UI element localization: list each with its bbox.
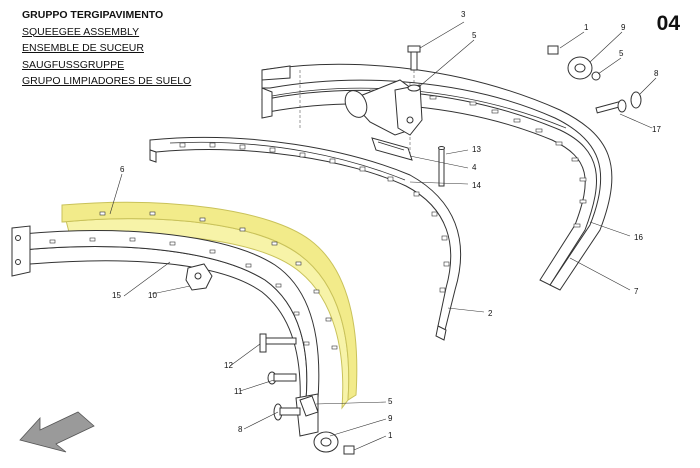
- squeegee-blade-part-6: [61, 201, 358, 410]
- callout-labels: 3 5 1 9 5 8 17 13 4 14 16 7 6 2 15 10 12…: [112, 10, 661, 440]
- callout-10: 10: [148, 291, 157, 300]
- callout-4: 4: [472, 163, 477, 172]
- callout-3: 3: [461, 10, 466, 19]
- middle-plate-teeth: [179, 142, 450, 293]
- callout-17: 17: [652, 125, 661, 134]
- screw-part-12: [259, 333, 297, 353]
- rear-frame-slots: [369, 89, 587, 228]
- leader-lines: [109, 21, 657, 451]
- rear-squeegee-frame: [261, 63, 613, 291]
- wheel-axle-part-8-top: [630, 91, 642, 109]
- bolt-part-1-top: [547, 45, 559, 55]
- middle-squeegee-plate: [149, 136, 462, 341]
- callout-13: 13: [472, 145, 481, 154]
- callout-12: 12: [224, 361, 233, 370]
- knob-part-10: [185, 263, 213, 291]
- wheel-part-9-top: [567, 56, 593, 80]
- callout-5-bottom: 5: [388, 397, 393, 406]
- pin-part-17: [595, 99, 627, 114]
- callout-14: 14: [472, 181, 481, 190]
- callout-5-top-right: 5: [619, 49, 624, 58]
- screw-part-11: [267, 371, 297, 385]
- subtitle-fr: ENSEMBLE DE SUCEUR: [22, 42, 144, 54]
- pin-part-13: [438, 146, 445, 187]
- page-number: 04: [656, 12, 680, 35]
- callout-8-right: 8: [654, 69, 659, 78]
- callout-7: 7: [634, 287, 639, 296]
- callout-2: 2: [488, 309, 493, 318]
- bolt-part-3: [407, 45, 421, 86]
- callout-9-bottom: 9: [388, 414, 393, 423]
- direction-arrow-icon: [19, 411, 95, 453]
- wheel-part-9-bottom: [313, 431, 339, 453]
- subtitle-en: SQUEEGEE ASSEMBLY: [22, 25, 140, 38]
- title-block: GRUPPO TERGIPAVIMENTO SQUEEGEE ASSEMBLY …: [22, 7, 191, 90]
- washer-part-5-top: [407, 84, 421, 92]
- callout-1-bottom: 1: [388, 431, 393, 440]
- callout-9-top: 9: [621, 23, 626, 32]
- blade-slots: [99, 211, 338, 350]
- front-squeegee-frame-part-15: [11, 225, 320, 437]
- subtitle-de: SAUGFUSSGRUPPE: [22, 58, 125, 71]
- front-frame-slots: [49, 237, 310, 346]
- callout-11: 11: [234, 387, 243, 396]
- bolt-part-1-bottom: [343, 445, 355, 455]
- diagram-title: GRUPPO TERGIPAVIMENTO: [22, 9, 164, 21]
- callout-16: 16: [634, 233, 643, 242]
- subtitle-es: GRUPO LIMPIADORES DE SUELO: [22, 75, 192, 87]
- callout-8-bottom: 8: [238, 425, 243, 434]
- washer-part-5-bottom: [299, 395, 319, 417]
- callout-15: 15: [112, 291, 121, 300]
- callout-6: 6: [120, 165, 125, 174]
- callout-1-top: 1: [584, 23, 589, 32]
- callout-5-top: 5: [472, 31, 477, 40]
- suction-fitting: [344, 79, 423, 136]
